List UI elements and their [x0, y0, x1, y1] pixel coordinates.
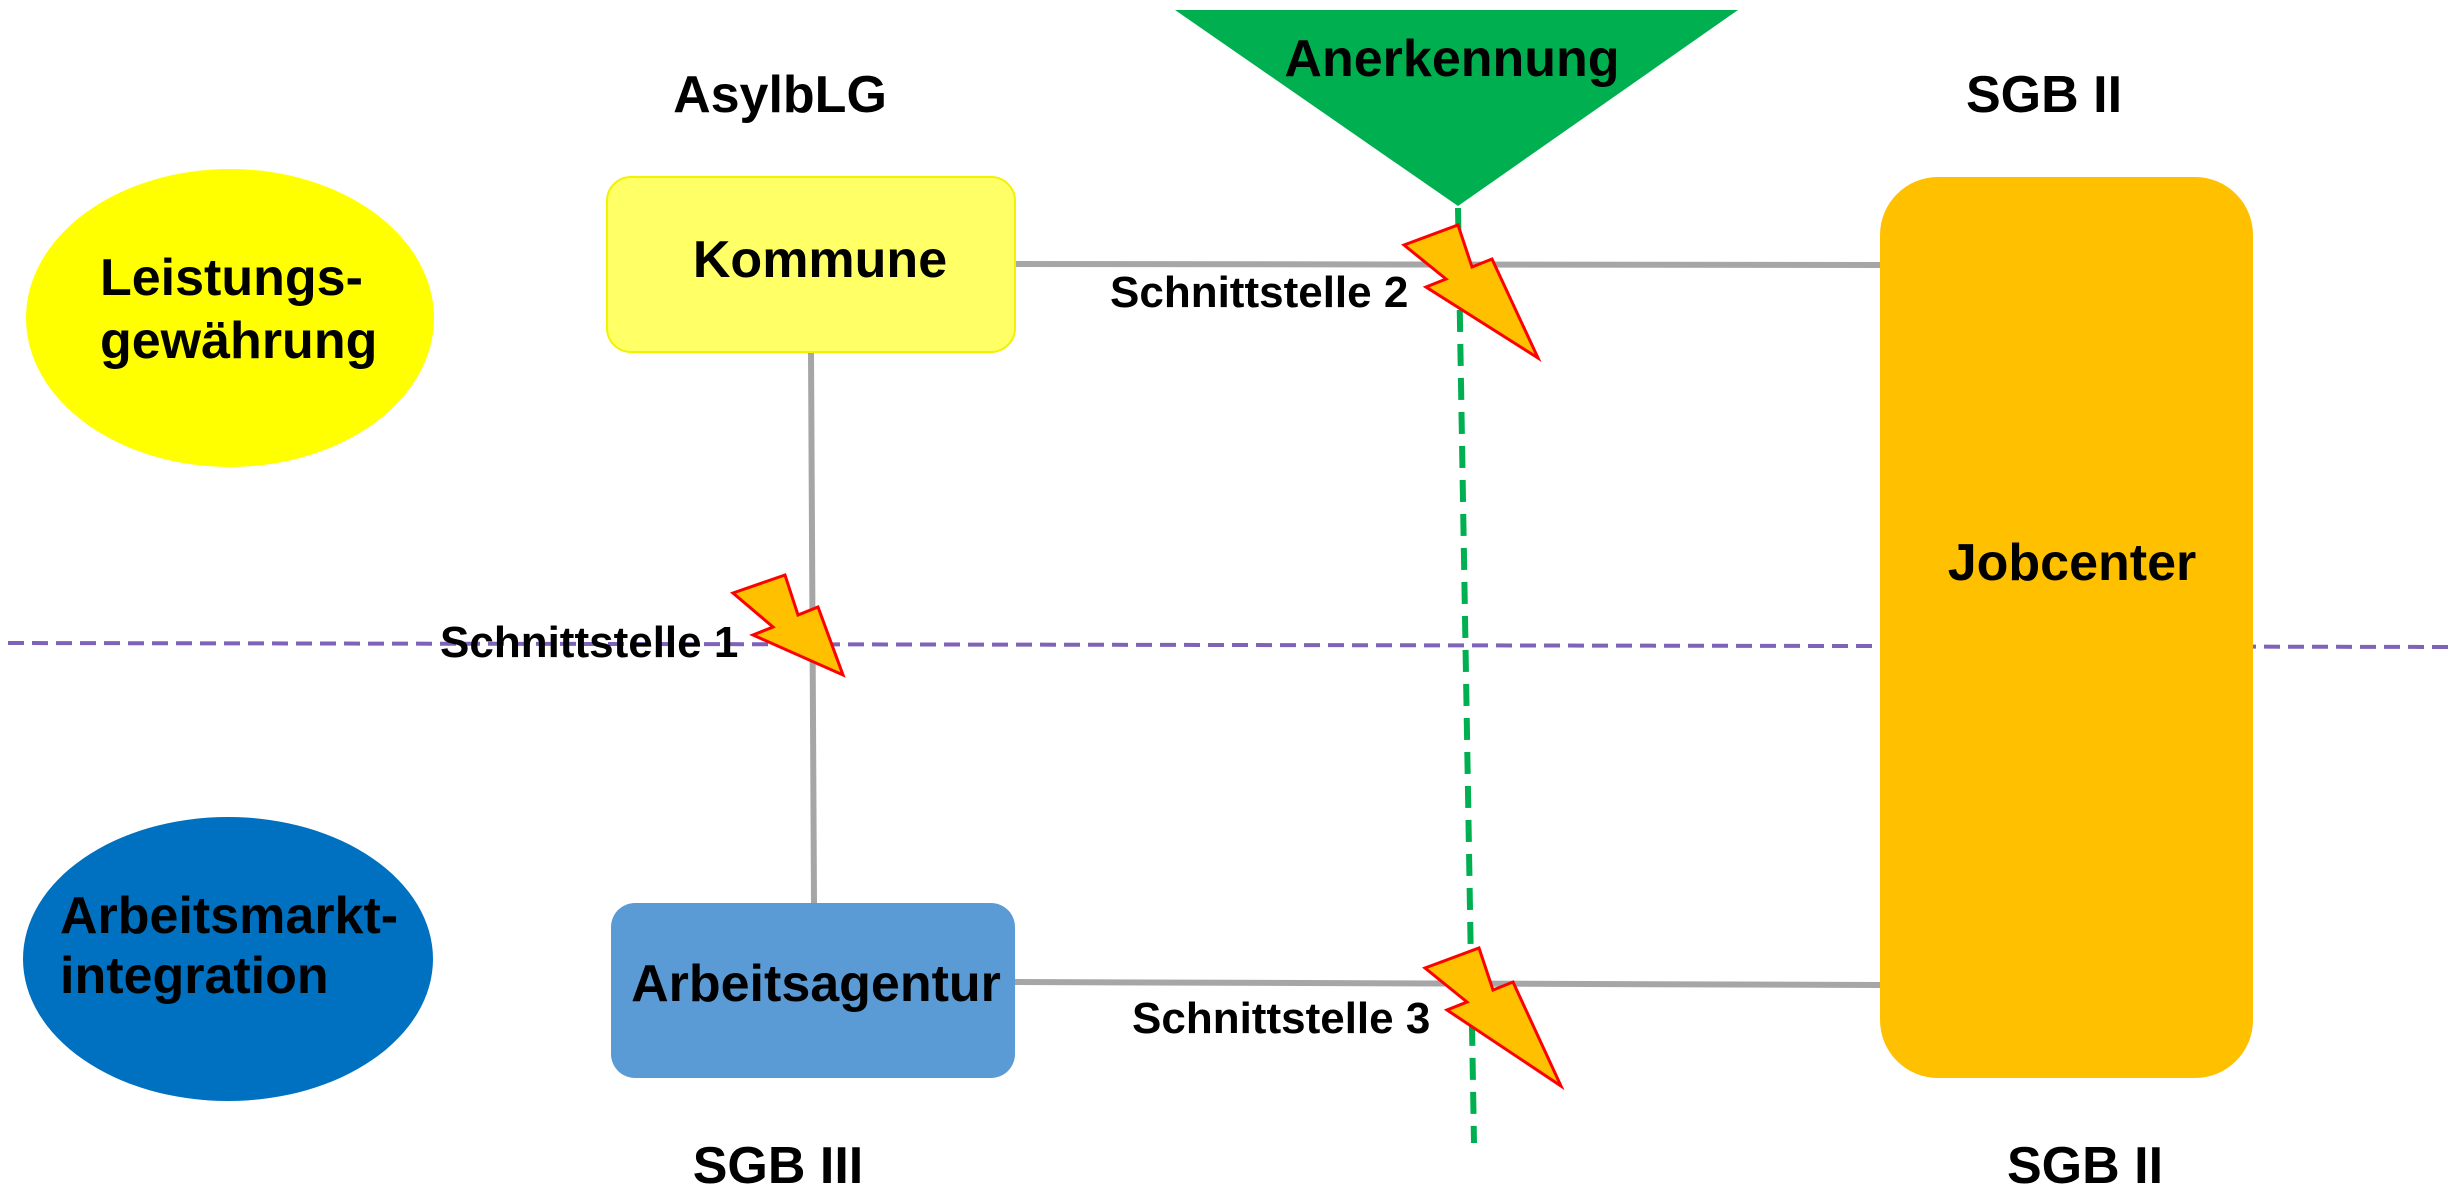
schnittstelle-3-label: Schnittstelle 3 [1132, 994, 1430, 1043]
leistungsgewaehrung-ellipse [26, 169, 434, 467]
leistungsgewaehrung-label: Leistungs- gewährung [100, 249, 377, 370]
jobcenter-label: Jobcenter [1948, 534, 2197, 592]
lightning-bolt-icon [730, 573, 846, 678]
header-sgb2-bottom: SGB II [2007, 1137, 2163, 1191]
arbeitsmarktintegration-label: Arbeitsmarkt- integration [60, 887, 413, 1005]
anerkennung-label: Anerkennung [1284, 30, 1619, 88]
kommune-box [606, 176, 1016, 353]
vertical-divider-line [1455, 207, 1477, 1144]
arbeitsagentur-label: Arbeitsagentur [631, 955, 1001, 1013]
schnittstelle-1-label: Schnittstelle 1 [440, 618, 738, 667]
leistungsgewaehrung-line1: Leistungs- [100, 249, 363, 307]
kommune-label: Kommune [693, 231, 947, 289]
anerkennung-triangle [1175, 10, 1738, 206]
arbeitsmarktintegration-line2: integration [60, 947, 329, 1005]
arbeitsagentur-box [611, 903, 1015, 1078]
jobcenter-box [1880, 177, 2253, 1078]
arbeitsmarktintegration-line1: Arbeitsmarkt- [60, 887, 398, 945]
header-sgb3-bottom: SGB III [693, 1137, 863, 1191]
header-asylblg: AsylbLG [673, 66, 887, 124]
arbeitsmarktintegration-ellipse [23, 817, 433, 1101]
schnittstelle-2-label: Schnittstelle 2 [1110, 268, 1408, 317]
lightning-bolt-icon [1422, 946, 1565, 1091]
leistungsgewaehrung-line2: gewährung [100, 312, 377, 370]
header-sgb2-top: SGB II [1966, 66, 2122, 124]
lightning-bolt-icon [1401, 223, 1542, 363]
